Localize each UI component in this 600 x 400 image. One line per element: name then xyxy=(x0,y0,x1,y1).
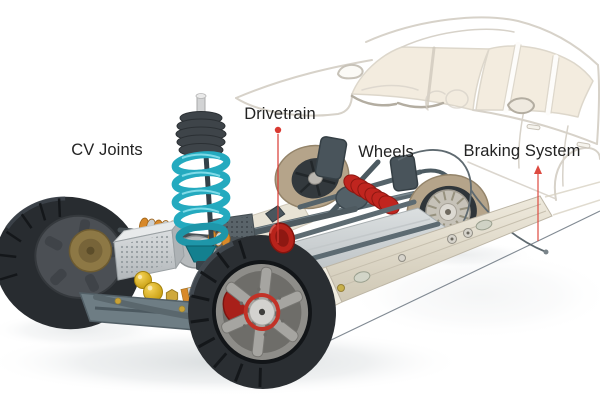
front-wheel xyxy=(188,235,336,389)
braking-arrowhead xyxy=(534,165,542,174)
rail-fasteners xyxy=(337,219,493,292)
ghost-roofline xyxy=(365,16,599,66)
label-braking-system: Braking System xyxy=(463,142,581,160)
rear-knuckle-left xyxy=(314,136,348,180)
ghost-windshield xyxy=(351,46,490,111)
ghost-hood-line xyxy=(235,59,373,99)
rear-knuckle-right xyxy=(389,154,419,192)
ghost-mirror-left xyxy=(337,63,364,80)
side-rail xyxy=(317,181,600,307)
ghost-door-handle-rear xyxy=(576,141,591,149)
leader-lines xyxy=(274,126,542,243)
ghost-door-handle xyxy=(526,123,541,131)
ghost-beltline xyxy=(472,109,598,145)
spring-coils xyxy=(171,151,231,248)
ghost-rear-wheel-arch xyxy=(553,146,600,201)
rear-red-boot xyxy=(343,174,400,215)
driveshaft xyxy=(245,206,358,237)
hub-red-ring xyxy=(243,293,281,331)
ghost-mirror-right xyxy=(507,97,535,115)
suspension-spring xyxy=(171,93,231,270)
drivetrain-marker-dot xyxy=(274,126,282,134)
ghost-car-body xyxy=(235,16,600,201)
ghost-wipers xyxy=(350,94,445,109)
label-wheels: Wheels xyxy=(358,143,414,161)
ghost-interior-hints xyxy=(361,84,469,111)
spring-top-mount xyxy=(175,111,227,157)
label-drivetrain: Drivetrain xyxy=(244,105,316,123)
front-drive-disc xyxy=(265,205,296,254)
label-cv-joints: CV Joints xyxy=(71,141,143,159)
